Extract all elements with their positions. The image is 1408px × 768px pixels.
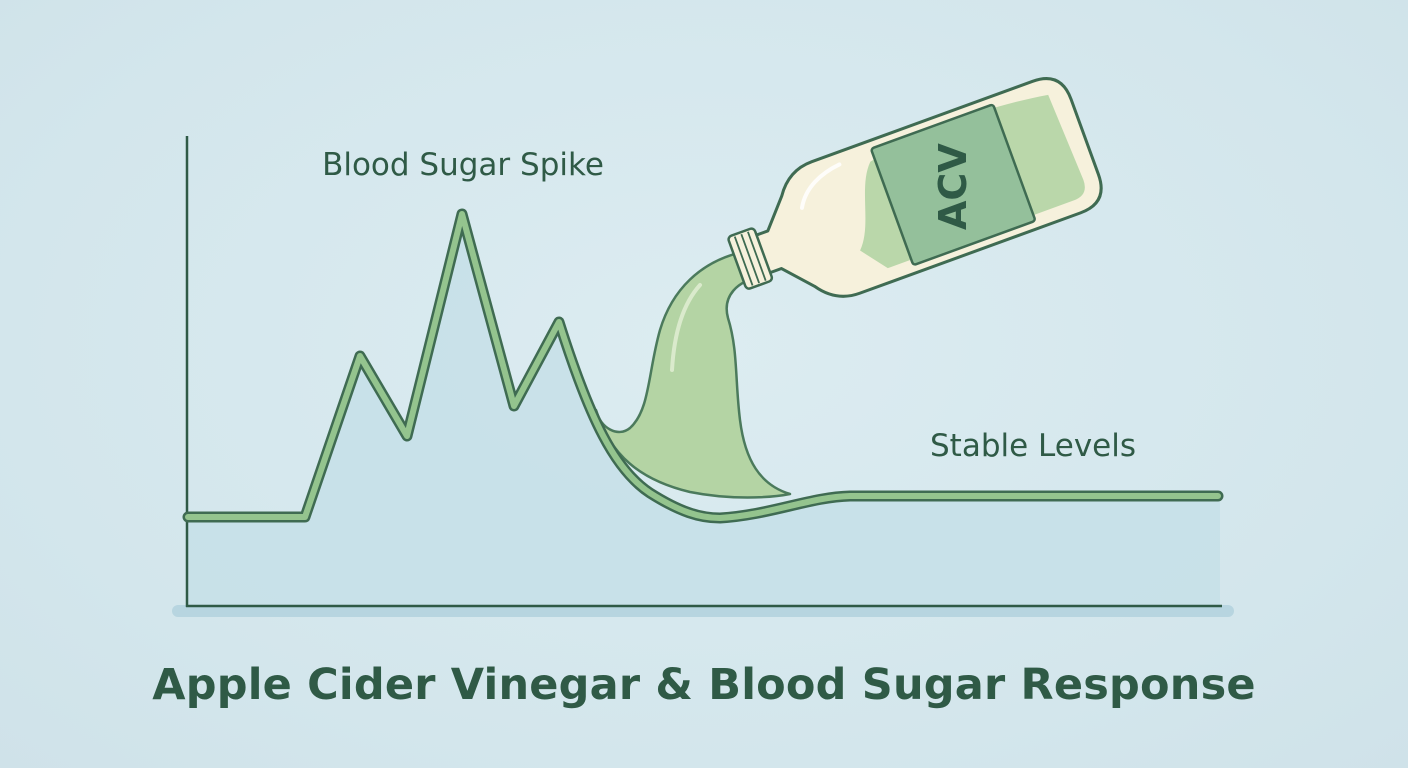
- bottle-cap: [727, 227, 774, 290]
- blood-sugar-curve: [185, 211, 1221, 521]
- stable-label: Stable Levels: [930, 428, 1136, 464]
- spike-label: Blood Sugar Spike: [322, 147, 604, 183]
- stream-highlight: [670, 283, 702, 372]
- bottle-label-panel: [870, 103, 1036, 266]
- curve-area-fill: [188, 214, 1220, 606]
- pouring-liquid-icon: [594, 250, 792, 499]
- vinegar-bottle-icon: ACV: [727, 77, 1103, 298]
- diagram-title: Apple Cider Vinegar & Blood Sugar Respon…: [152, 660, 1256, 710]
- bottle-label-text: ACV: [931, 143, 975, 230]
- bottle-highlight: [799, 162, 842, 210]
